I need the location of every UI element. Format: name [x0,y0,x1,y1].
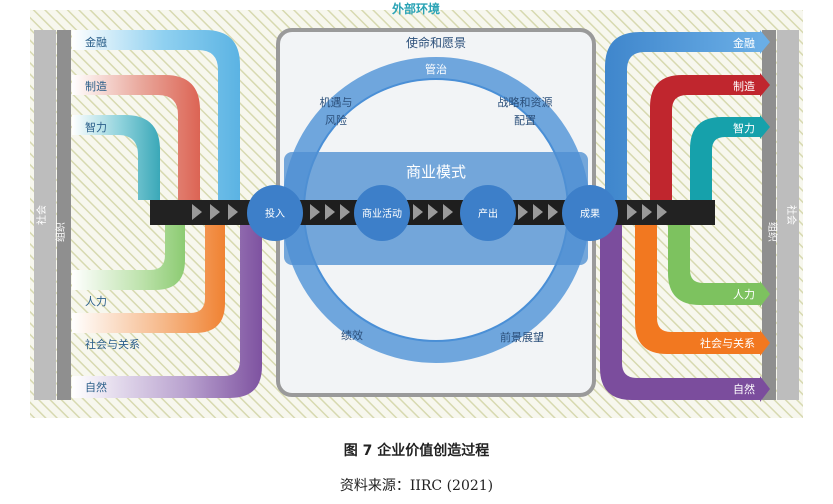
node-output [460,185,516,241]
left-band-human [72,225,185,290]
flow-chevrons [192,204,667,220]
right-arrow-social [760,330,770,356]
right-arrow-human [760,281,770,307]
figure-caption-title: 图 7 企业价值创造过程 [343,443,490,459]
ring-label-mission: 使命和愿景 [406,35,466,50]
ring-label-risk-1: 机遇与 [320,95,353,109]
right-band-manufacturing [650,75,760,200]
ring-label-strategy-2: 配置 [514,114,536,127]
left-band-intellectual [72,115,160,200]
left-society-label: 社会 [35,205,48,225]
node-output-label: 产出 [478,207,498,220]
right-band-intellectual [690,117,760,200]
node-input-label: 投入 [265,207,285,220]
right-band-natural [600,225,760,400]
left-label-manufacturing: 制造 [85,79,107,93]
figure-caption-source: 资料来源：IIRC (2021) [339,478,494,494]
right-label-natural: 自然 [733,382,755,396]
right-arrow-natural [760,376,770,402]
right-arrow-manufacturing [760,73,770,97]
ring-label-performance: 绩效 [341,328,363,342]
left-society-bar [34,30,56,400]
right-arrow-intellectual [760,115,770,139]
ring-label-outlook: 前景展望 [500,330,544,344]
ring-label-risk-2: 风险 [325,113,347,127]
left-band-manufacturing [72,75,200,200]
right-band-human [668,225,760,305]
left-label-finance: 金融 [85,35,107,49]
ring-label-strategy-1: 战略和资源 [498,95,553,109]
business-model-title: 商业模式 [406,163,466,181]
right-label-intellectual: 智力 [733,121,755,135]
left-organization-label: 组织 [54,222,67,242]
left-label-natural: 自然 [85,380,107,394]
left-organization-bar [57,30,71,400]
right-organization-label: 组织 [766,222,779,242]
left-label-social: 社会与关系 [85,337,140,351]
right-society-bar [777,30,799,400]
node-outcome-label: 成果 [580,208,600,220]
diagram-canvas: 外部环境 社会 组织 组织 社会 金融 制造 智力 人力 社会与关系 自然 金融… [30,1,803,418]
left-band-social [72,225,225,333]
right-label-manufacturing: 制造 [733,79,755,93]
node-input [247,185,303,241]
left-input-strip [150,200,260,225]
right-arrow-finance [760,30,770,54]
node-outcome [562,185,618,241]
left-label-intellectual: 智力 [85,120,107,134]
right-label-human: 人力 [733,288,755,301]
right-label-social: 社会与关系 [700,336,755,350]
right-label-finance: 金融 [733,36,755,50]
ring-label-governance: 管治 [425,62,447,76]
left-band-natural [72,225,262,398]
node-activity-label: 商业活动 [362,207,402,220]
left-label-human: 人力 [85,295,107,308]
node-activity [354,185,410,241]
left-band-finance [72,30,240,200]
external-environment-label: 外部环境 [392,1,440,16]
right-band-social [635,225,760,354]
right-society-label: 社会 [785,205,798,225]
right-band-finance [605,32,760,200]
